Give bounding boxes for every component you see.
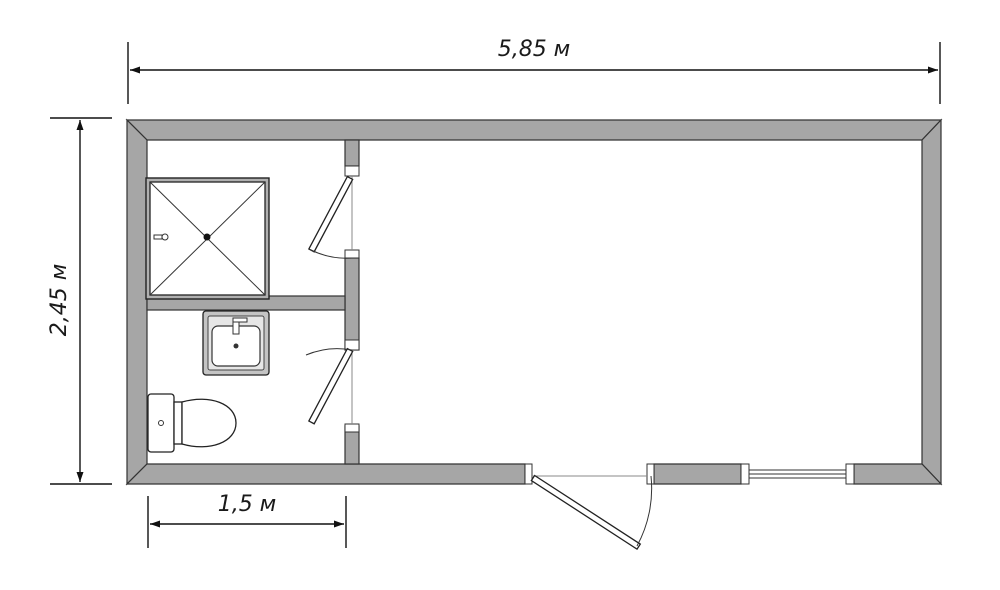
- door-toilet-room: [305, 339, 360, 433]
- dimension-total-width: 2,45 м: [47, 117, 112, 485]
- toilet-icon: [147, 393, 237, 453]
- entrance-door: [524, 463, 655, 551]
- door-shower-room: [307, 165, 360, 259]
- dimension-total-length-label: 5,85 м: [498, 37, 571, 62]
- dimension-bathroom-width: 1,5 м: [147, 492, 347, 548]
- dimension-total-width-label: 2,45 м: [47, 264, 72, 337]
- dimension-total-length: 5,85 м: [127, 37, 941, 104]
- dimension-bathroom-width-label: 1,5 м: [218, 492, 277, 517]
- shower-tray-icon: [145, 177, 270, 300]
- outer-walls: [125, 118, 943, 486]
- window: [740, 463, 855, 485]
- sink-icon: [202, 310, 270, 376]
